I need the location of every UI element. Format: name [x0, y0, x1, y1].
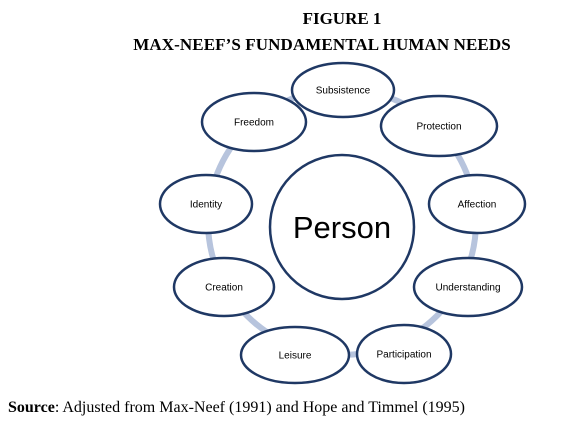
affection-label: Affection — [458, 200, 497, 211]
need-node-leisure: Leisure — [239, 325, 351, 385]
freedom-label: Freedom — [234, 118, 274, 129]
participation-ellipse — [355, 323, 453, 385]
identity-label: Identity — [190, 200, 222, 211]
need-node-understanding: Understanding — [412, 256, 524, 318]
participation-label: Participation — [376, 350, 431, 361]
source-text: : Adjusted from Max-Neef (1991) and Hope… — [54, 399, 465, 416]
leisure-label: Leisure — [279, 351, 312, 362]
figure-title: MAX-NEEF’S FUNDAMENTAL HUMAN NEEDS — [133, 35, 511, 54]
creation-label: Creation — [205, 283, 243, 294]
center-node: Person — [268, 153, 416, 301]
person-circle — [268, 153, 416, 301]
subsistence-ellipse — [290, 61, 396, 119]
need-node-participation: Participation — [355, 323, 453, 385]
person-label: Person — [293, 210, 391, 245]
need-node-affection: Affection — [427, 173, 527, 235]
need-node-protection: Protection — [379, 94, 499, 158]
need-node-identity: Identity — [158, 173, 254, 235]
need-node-subsistence: Subsistence — [290, 61, 396, 119]
subsistence-label: Subsistence — [316, 86, 371, 97]
need-node-freedom: Freedom — [200, 91, 308, 153]
protection-ellipse — [379, 94, 499, 158]
source-note: Source: Adjusted from Max-Neef (1991) an… — [8, 399, 465, 417]
affection-ellipse — [427, 173, 527, 235]
freedom-ellipse — [200, 91, 308, 153]
creation-ellipse — [172, 256, 276, 318]
identity-ellipse — [158, 173, 254, 235]
protection-label: Protection — [416, 122, 461, 133]
source-label: Source — [8, 399, 55, 416]
figure-number: FIGURE 1 — [302, 9, 382, 28]
understanding-ellipse — [412, 256, 524, 318]
leisure-ellipse — [239, 325, 351, 385]
need-nodes: SubsistenceProtectionAffectionUnderstand… — [158, 61, 527, 385]
need-node-creation: Creation — [172, 256, 276, 318]
understanding-label: Understanding — [435, 283, 500, 294]
